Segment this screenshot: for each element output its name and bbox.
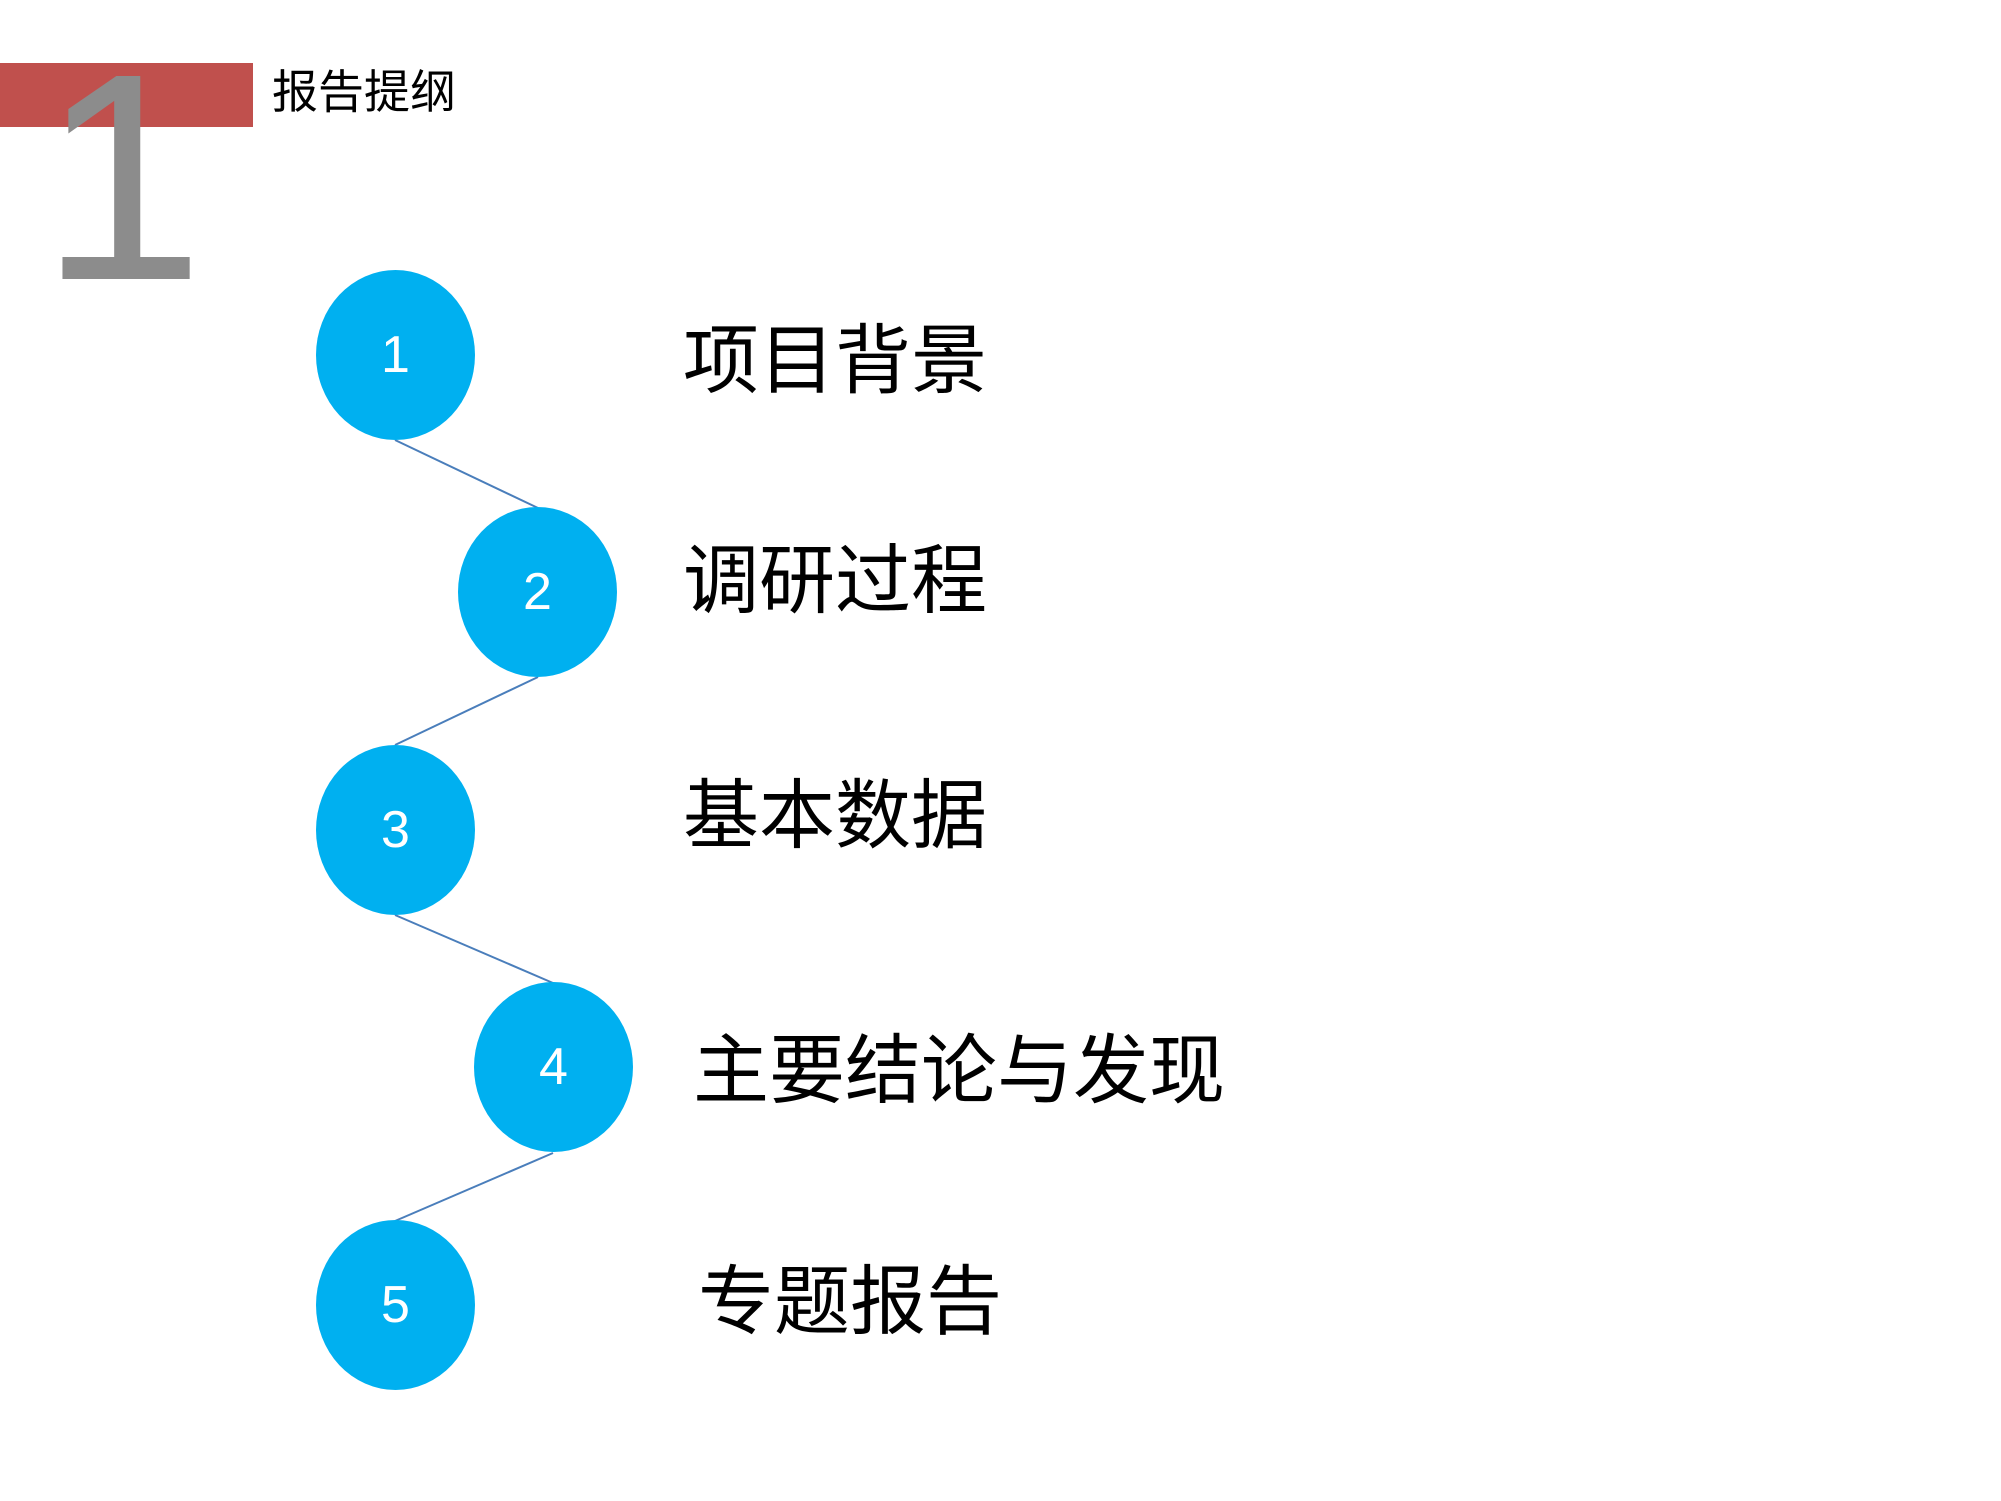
outline-node-4[interactable]: 4 (474, 982, 633, 1152)
outline-item-label-5[interactable]: 专题报告 (698, 1257, 1002, 1346)
outline-item-label-1[interactable]: 项目背景 (683, 316, 987, 405)
connector-line-1-2 (394, 439, 539, 509)
outline-item-label-4[interactable]: 主要结论与发现 (693, 1026, 1225, 1115)
outline-item-label-2[interactable]: 调研过程 (683, 536, 987, 625)
section-title: 报告提纲 (272, 65, 456, 119)
connector-line-3-4 (394, 914, 554, 984)
outline-item-label-3[interactable]: 基本数据 (683, 771, 987, 860)
outline-node-3[interactable]: 3 (316, 745, 475, 915)
section-number: 1 (40, 12, 205, 342)
outline-node-2[interactable]: 2 (458, 507, 617, 677)
connector-line-4-5 (394, 1152, 554, 1222)
outline-node-1[interactable]: 1 (316, 270, 475, 440)
connector-line-2-3 (394, 676, 539, 746)
header-accent-bar (0, 63, 253, 127)
outline-node-5[interactable]: 5 (316, 1220, 475, 1390)
